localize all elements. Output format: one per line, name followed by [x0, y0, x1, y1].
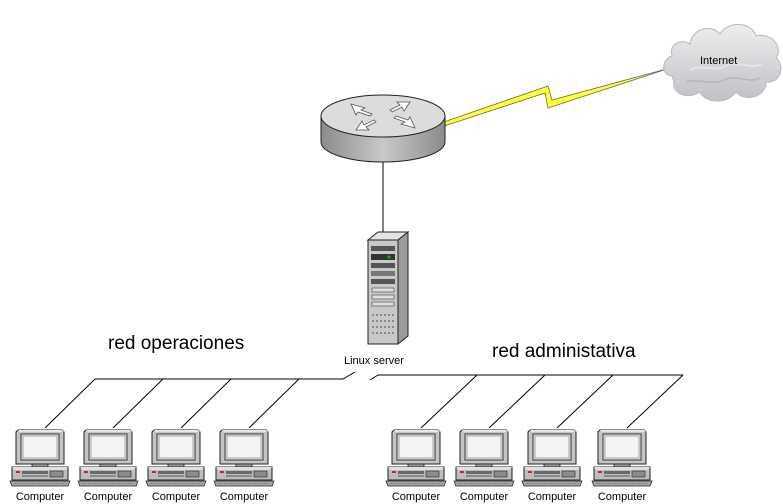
computer-label: Computer — [392, 491, 441, 503]
operations-drop-1 — [44, 378, 96, 429]
desktop-computer-icon — [453, 429, 515, 487]
computer-label: Computer — [598, 491, 647, 503]
administrative-drop-4 — [626, 374, 684, 429]
lightning-link-icon — [437, 67, 671, 129]
desktop-computer-icon — [145, 429, 207, 487]
computer-label: Computer — [16, 491, 65, 503]
computer-label: Computer — [460, 491, 509, 503]
router-icon — [320, 94, 446, 163]
computer-label: Computer — [84, 491, 133, 503]
internet-label: Internet — [700, 55, 737, 67]
operations-network-label: red operaciones — [108, 333, 244, 354]
desktop-computer-icon — [77, 429, 139, 487]
desktop-computer-icon — [9, 429, 71, 487]
administrative-network-label: red administativa — [492, 341, 636, 362]
desktop-computer-icon — [591, 429, 653, 487]
desktop-computer-icon — [213, 429, 275, 487]
operations-drop-2 — [112, 378, 164, 429]
operations-drop-3 — [180, 378, 232, 429]
computer-label: Computer — [220, 491, 269, 503]
administrative-drop-3 — [556, 374, 614, 429]
server-tower-icon — [366, 230, 410, 346]
server-label: Linux server — [344, 355, 404, 367]
computer-label: Computer — [152, 491, 201, 503]
administrative-bus-line — [369, 374, 683, 381]
operations-bus-line — [95, 371, 356, 380]
administrative-drop-2 — [488, 374, 546, 429]
computer-label: Computer — [528, 491, 577, 503]
desktop-computer-icon — [385, 429, 447, 487]
operations-drop-4 — [248, 378, 300, 429]
administrative-drop-1 — [420, 374, 478, 429]
desktop-computer-icon — [521, 429, 583, 487]
cloud-icon — [663, 24, 782, 102]
